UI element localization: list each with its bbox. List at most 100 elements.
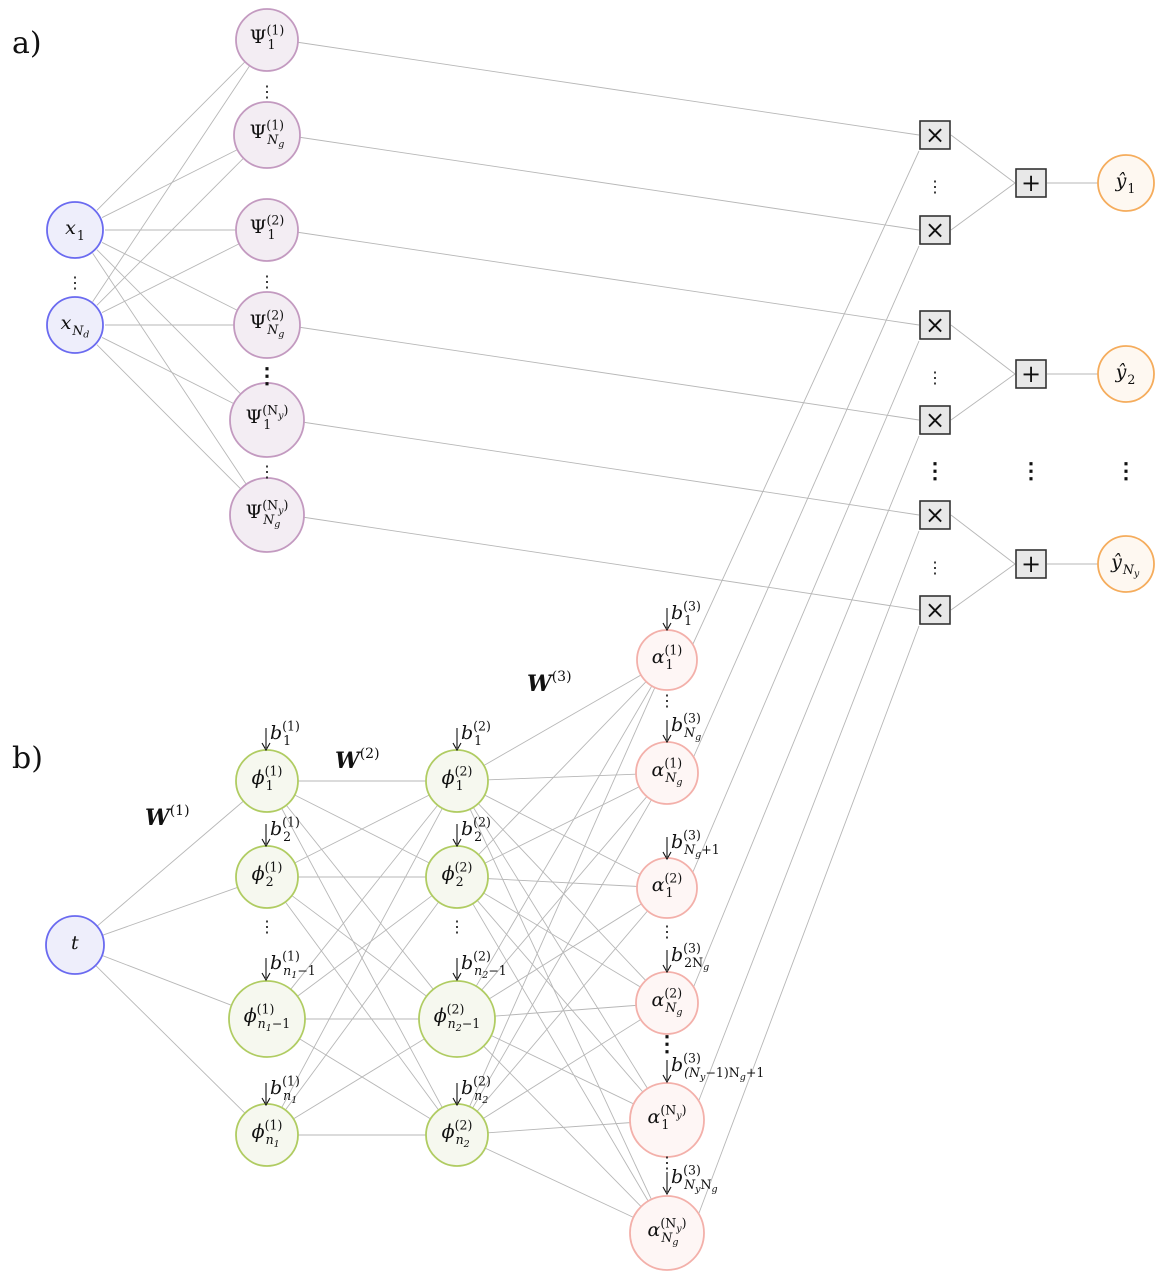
hidden1-node-phi1_2-label: ϕ(1)2	[252, 860, 283, 889]
output-node-yNy-label-text: ŷNy	[1110, 551, 1140, 580]
edge-l2-alpha	[469, 808, 652, 1200]
bias-b3-1-label-text: b(3)1	[671, 599, 701, 628]
ellipsis-mult-groups: ⋮	[924, 458, 946, 484]
hidden2-node-phi2_n2m1-label: ϕ(2)n2−1	[434, 1002, 481, 1034]
psi-node-psi_1_Ng-label: Ψ(1)Ng	[250, 118, 285, 150]
add-operator-1: +	[1015, 168, 1047, 198]
edge-x-psi	[96, 249, 242, 395]
bias-b3-Ng-label: b(3)Ng	[671, 711, 701, 743]
alpha-node-a_1_Ng-label: α(1)Ng	[652, 756, 683, 788]
input-node-t-circle	[45, 915, 105, 975]
bias-b2-n2m1-label: b(2)n2−1	[461, 949, 507, 981]
psi-node-psi_2_Ng-circle	[233, 291, 301, 359]
multiply-operator-4: ×	[919, 405, 951, 435]
multiply-operator-3-symbol: ×	[925, 311, 945, 339]
input-node-x1: x1	[46, 201, 104, 259]
hidden1-node-phi1_2: ϕ(1)2	[235, 845, 299, 909]
bias-b2-2-label: b(2)2	[461, 815, 491, 844]
input-node-x1-label: x1	[65, 217, 85, 243]
psi-node-psi_Ny_1-label: Ψ(Ny)1	[246, 403, 289, 432]
multiply-operator-5: ×	[919, 500, 951, 530]
edge-l1-l2	[294, 794, 430, 864]
edge-l2-alpha	[476, 900, 644, 1093]
hidden2-node-phi2_2-label: ϕ(2)2	[442, 860, 473, 889]
edge-l2-alpha	[484, 786, 640, 864]
output-node-y1-label-text: ŷ1	[1115, 170, 1136, 196]
edge-psi-mult	[301, 516, 920, 611]
bias-b3-2Ng: b(3)2Ng	[662, 941, 709, 974]
hidden1-node-phi1_n1-label: ϕ(1)n1	[252, 1118, 283, 1150]
hidden2-node-phi2_n2m1-label-text: ϕ(2)n2−1	[434, 1002, 481, 1034]
ellipsis-alpha-Ny: ⋮	[659, 1153, 675, 1172]
psi-node-psi_2_Ng-label-text: Ψ(2)Ng	[250, 308, 285, 340]
multiply-operator-3-box	[919, 310, 951, 340]
multiply-operator-2: ×	[919, 215, 951, 245]
bias-b2-n2-label: b(2)n2	[461, 1074, 491, 1106]
edge-l2-alpha	[472, 807, 648, 1089]
ellipsis-psi-groups: ⋮	[256, 363, 278, 389]
edge-alpha-mult	[692, 245, 920, 758]
edge-alpha-mult	[698, 530, 920, 1102]
output-node-y1-label: ŷ1	[1115, 170, 1136, 196]
bias-b3-Ngp1-label: b(3)Ng+1	[671, 828, 720, 860]
hidden2-node-phi2_n2-label-text: ϕ(2)n2	[442, 1118, 473, 1150]
edge-l2-alpha	[475, 685, 653, 987]
bias-b1-2-label-text: b(1)2	[270, 815, 300, 844]
edge-x-psi	[92, 65, 251, 303]
edge-t-l1	[101, 955, 232, 1006]
alpha-node-a_1_1: α(1)1	[636, 629, 698, 691]
edge-alpha-mult	[692, 150, 920, 646]
hidden1-node-phi1_n1m1-label: ϕ(1)n1−1	[244, 1002, 291, 1034]
edge-x-psi	[96, 344, 242, 490]
bias-b3-Ng-label-text: b(3)Ng	[671, 711, 701, 743]
hidden1-node-phi1_n1-label-text: ϕ(1)n1	[252, 1118, 283, 1150]
output-node-y1: ŷ1	[1097, 154, 1155, 212]
edge-l2-alpha	[477, 803, 647, 981]
bias-b3-Ng: b(3)Ng	[662, 711, 701, 744]
edge-psi-mult	[295, 231, 920, 326]
bias-b1-1-label: b(1)1	[270, 719, 300, 748]
bias-b2-2-label-text: b(2)2	[461, 815, 491, 844]
bias-b3-NyNg-label: b(3)NyNg	[671, 1163, 718, 1195]
edge-psi-mult	[295, 41, 920, 136]
alpha-node-a_Ny_Ng-label: α(Ny)Ng	[648, 1216, 687, 1248]
multiply-operator-1-symbol: ×	[925, 121, 945, 149]
edge-l2-alpha	[491, 1035, 634, 1105]
bias-b1-n1-label: b(1)n1	[270, 1074, 300, 1106]
bias-b3-Ngp1-label-text: b(3)Ng+1	[671, 828, 720, 860]
bias-b3-NyNg-arrow-head	[662, 1186, 672, 1196]
psi-node-psi_Ny_Ng: Ψ(Ny)Ng	[229, 477, 305, 553]
bias-b3-mid-label: b(3)(Ny−1)Ng+1	[671, 1051, 764, 1083]
ellipsis-psi-1: ⋮	[259, 82, 275, 101]
bias-b1-n1m1-label: b(1)n1−1	[270, 949, 316, 981]
psi-node-psi_2_Ng-label: Ψ(2)Ng	[250, 308, 285, 340]
bias-b2-2-arrow-head	[452, 838, 462, 848]
bias-b2-1-arrow-head	[452, 742, 462, 752]
bias-b1-n1m1-arrow-head	[261, 972, 271, 982]
edge-layer	[92, 41, 1098, 1218]
add-operator-3: +	[1015, 549, 1047, 579]
node-layer: x1xNdΨ(1)1Ψ(1)NgΨ(2)1Ψ(2)NgΨ(Ny)1Ψ(Ny)Ng…	[45, 8, 1155, 1271]
input-node-xNd: xNd	[46, 296, 104, 354]
bias-b2-n2: b(2)n2	[452, 1074, 491, 1107]
input-node-t-label-text: t	[71, 932, 79, 954]
bias-b1-n1-arrow-head	[261, 1097, 271, 1107]
hidden1-node-phi1_2-label-text: ϕ(1)2	[252, 860, 283, 889]
alpha-node-a_1_1-label: α(1)1	[652, 643, 683, 672]
annotation-layer: W(1)W(2)W(3)b(1)1b(1)2b(1)n1−1b(1)n1b(2)…	[67, 82, 1137, 1196]
edge-l2-alpha	[484, 794, 641, 875]
bias-b1-n1m1-label-text: b(1)n1−1	[270, 949, 316, 981]
hidden1-node-phi1_1-label: ϕ(1)1	[252, 764, 283, 793]
ellipsis-alpha-2: ⋮	[659, 922, 675, 941]
edge-x-psi	[101, 243, 240, 313]
hidden1-node-phi1_1-label-text: ϕ(1)1	[252, 764, 283, 793]
multiply-operator-1-box	[919, 120, 951, 150]
edge-l2-alpha	[483, 892, 641, 988]
alpha-node-a_Ny_Ng-label-text: α(Ny)Ng	[648, 1216, 687, 1248]
input-node-xNd-circle	[46, 296, 104, 354]
alpha-node-a_1_Ng-label-text: α(1)Ng	[652, 756, 683, 788]
multiply-operator-6: ×	[919, 595, 951, 625]
bias-b3-2Ng-label: b(3)2Ng	[671, 941, 709, 973]
multiply-operator-6-box	[919, 595, 951, 625]
